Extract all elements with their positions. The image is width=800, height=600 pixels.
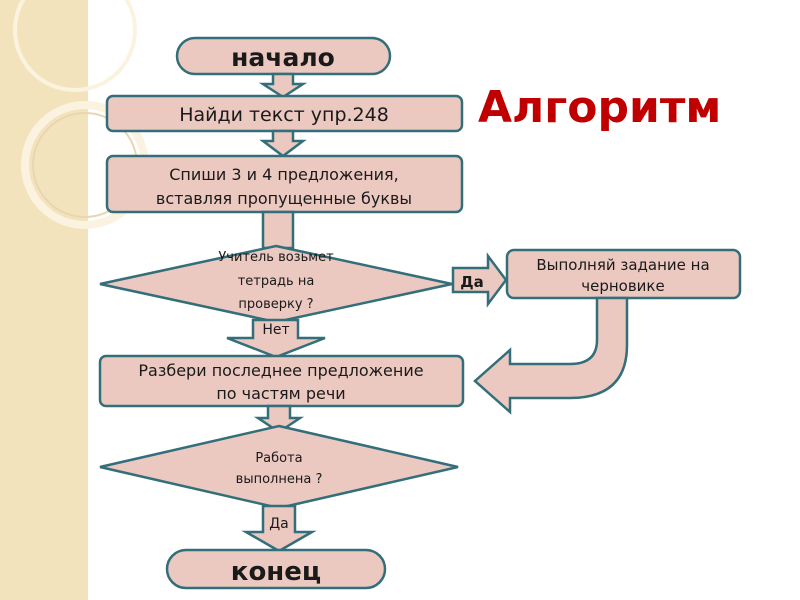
start-label: начало <box>231 43 335 72</box>
step3-line2: по частям речи <box>216 384 345 403</box>
step2-line2: вставляя пропущенные буквы <box>156 189 412 208</box>
decision2-diamond <box>99 424 459 510</box>
yes2-label: Да <box>269 516 289 532</box>
yes-arrow-right <box>451 252 508 308</box>
step2-line1: Спиши 3 и 4 предложения, <box>169 165 399 184</box>
arrow-down <box>258 72 308 99</box>
end-label: конец <box>231 557 321 587</box>
decision1-line1: Учитель возьмет <box>218 250 334 265</box>
step1-label: Найди текст упр.248 <box>179 104 389 126</box>
arrow-stem <box>261 210 295 250</box>
decision2-line2: выполнена ? <box>236 472 323 487</box>
end-terminal <box>165 548 387 590</box>
no-arrow-down <box>226 318 326 359</box>
side-step-line2: черновике <box>581 277 664 295</box>
decision1-line3: проверку ? <box>238 297 313 312</box>
no1-label: Нет <box>262 322 289 338</box>
decorative-strip <box>0 0 149 600</box>
decision2-line1: Работа <box>255 451 302 466</box>
arrow-down <box>253 404 305 434</box>
step3-line1: Разбери последнее предложение <box>138 361 423 380</box>
return-arrow <box>473 296 629 415</box>
yes2-arrow-down <box>241 504 317 553</box>
slide-title: Алгоритм <box>478 82 721 133</box>
arrow-down <box>259 129 307 158</box>
yes1-label: Да <box>460 273 483 291</box>
decision1-line2: тетрадь на <box>238 274 315 289</box>
side-step-line1: Выполняй задание на <box>536 256 709 274</box>
